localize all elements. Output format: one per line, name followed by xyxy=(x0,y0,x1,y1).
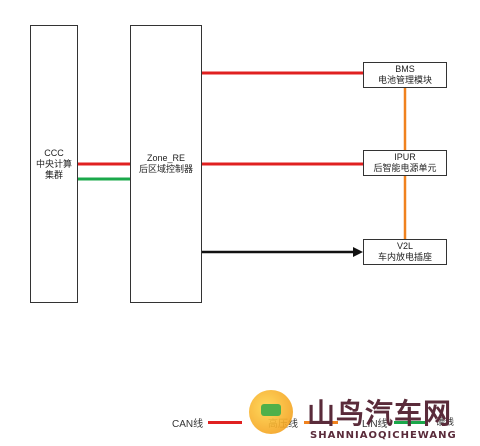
v2l-desc: 车内放电插座 xyxy=(377,252,432,262)
bms-desc: 电池管理模块 xyxy=(377,75,432,85)
legend-hard-label: 硬线 xyxy=(436,417,455,427)
ipur-desc: 后智能电源单元 xyxy=(373,163,437,173)
zone-re-name: Zone_RE xyxy=(146,153,186,163)
zone-re-desc: 后区域控制器 xyxy=(138,164,193,174)
watermark-logo: 山鸟汽车网 SHANNIAOQICHEWANG xyxy=(245,384,480,446)
watermark-subtitle: SHANNIAOQICHEWANG xyxy=(310,430,457,441)
legend-can-label: CAN线 xyxy=(172,419,204,430)
car-logo-icon xyxy=(261,404,281,416)
bms-name: BMS xyxy=(395,64,415,74)
legend-hv-swatch xyxy=(304,421,338,424)
ipur-name: IPUR xyxy=(394,152,416,162)
v2l-name: V2L xyxy=(396,241,413,251)
ccc-node: CCC 中央计算 集群 xyxy=(30,25,78,303)
ccc-name: CCC xyxy=(44,147,64,158)
legend-lin-swatch xyxy=(394,421,428,424)
zone-re-node: Zone_RE 后区域控制器 xyxy=(130,25,202,303)
bms-node: BMS 电池管理模块 xyxy=(363,62,447,88)
ipur-node: IPUR 后智能电源单元 xyxy=(363,150,447,176)
arrow-head-v2l xyxy=(353,247,363,257)
watermark-title: 山鸟汽车网 xyxy=(307,397,453,430)
ccc-desc-2: 集群 xyxy=(44,169,63,180)
legend-can-swatch xyxy=(208,421,242,424)
v2l-node: V2L 车内放电插座 xyxy=(363,239,447,265)
legend-lin-label: LIN线 xyxy=(362,419,388,430)
ccc-desc-1: 中央计算 xyxy=(35,158,72,169)
